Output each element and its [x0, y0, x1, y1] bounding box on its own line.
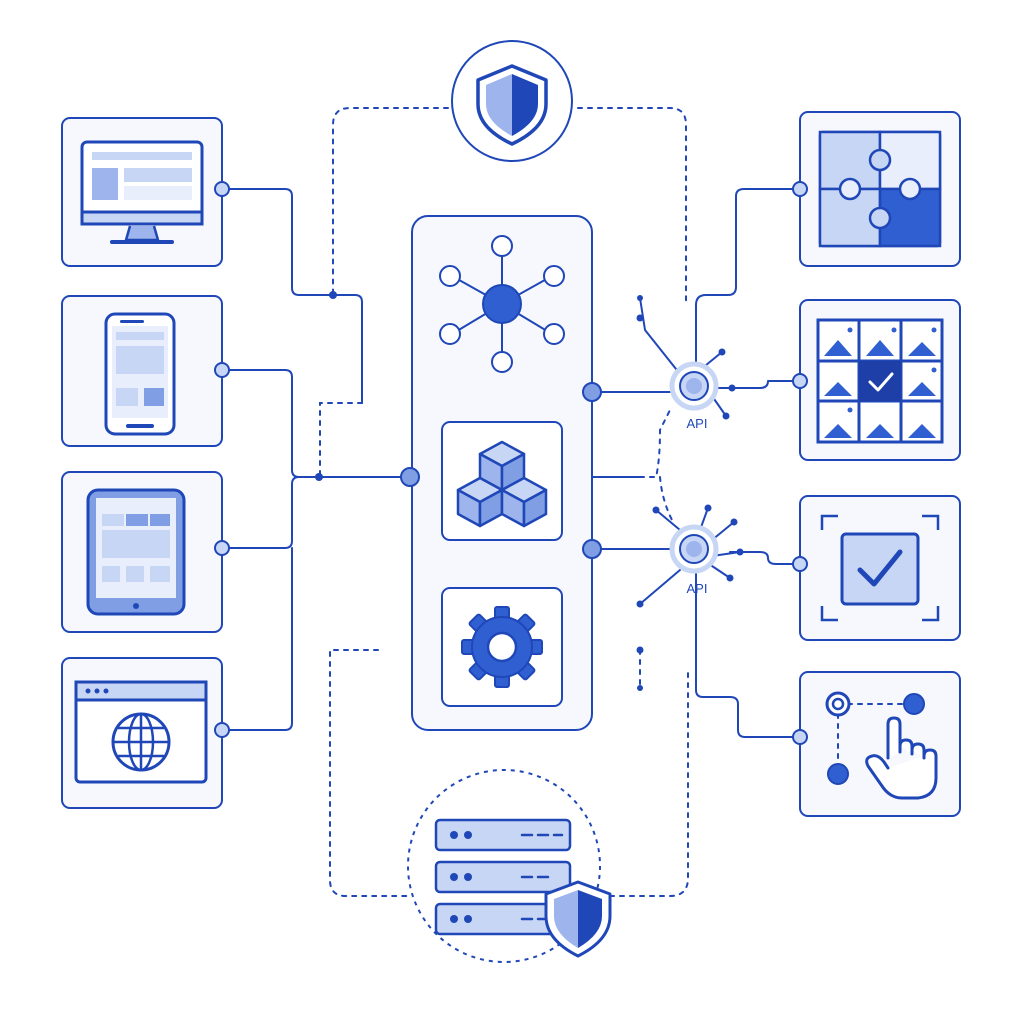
port-dot — [214, 362, 230, 378]
desktop-monitor-icon — [80, 140, 204, 244]
right-service-verification[interactable] — [792, 495, 961, 641]
right-service-integrations[interactable] — [792, 111, 961, 267]
port-dot — [214, 540, 230, 556]
api-node-1[interactable]: API — [669, 361, 719, 431]
port-dot — [792, 373, 808, 389]
browser-globe-icon — [74, 680, 208, 784]
puzzle-icon — [818, 130, 942, 248]
right-service-image-select[interactable] — [792, 299, 961, 461]
junction-dot — [315, 473, 323, 481]
gear-icon — [461, 606, 543, 688]
port-dot — [792, 729, 808, 745]
center-platform — [400, 215, 602, 731]
port-dot — [214, 181, 230, 197]
right-service-interaction[interactable] — [792, 671, 961, 817]
bottom-secure-storage[interactable] — [407, 769, 612, 963]
cubes-modules-icon — [456, 440, 548, 528]
port-dot — [400, 467, 420, 487]
api-label: API — [687, 416, 708, 431]
left-client-tablet[interactable] — [61, 471, 230, 633]
server-shield-icon — [434, 818, 612, 958]
port-dot — [214, 722, 230, 738]
settings-card[interactable] — [441, 587, 563, 707]
port-dot — [582, 539, 602, 559]
left-client-smartphone[interactable] — [61, 295, 230, 447]
touch-gesture-icon — [825, 691, 938, 800]
api-node-2[interactable]: API — [669, 524, 719, 596]
image-grid-select-icon — [816, 318, 944, 444]
smartphone-icon — [104, 312, 176, 436]
modules-card[interactable] — [441, 421, 563, 541]
left-client-web[interactable] — [61, 657, 230, 809]
top-security-node[interactable] — [451, 40, 573, 162]
tablet-icon — [86, 488, 186, 616]
network-hub-icon[interactable] — [439, 235, 565, 373]
shield-icon — [476, 64, 548, 146]
port-dot — [792, 181, 808, 197]
left-client-desktop[interactable] — [61, 117, 230, 267]
port-dot — [582, 382, 602, 402]
junction-dot — [329, 291, 337, 299]
checkbox-check-icon — [820, 514, 940, 622]
port-dot — [792, 556, 808, 572]
api-label: API — [687, 581, 708, 596]
